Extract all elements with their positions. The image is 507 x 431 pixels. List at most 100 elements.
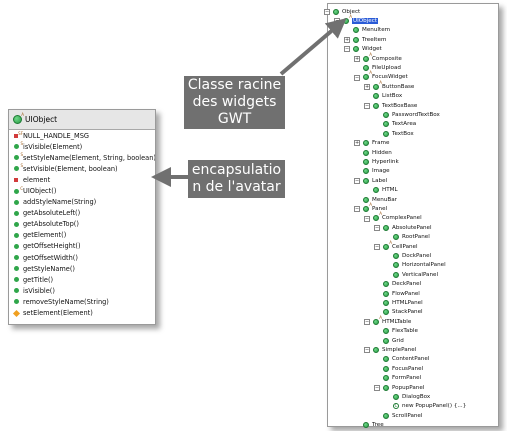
class-icon [382, 412, 390, 420]
tree-node[interactable]: Grid [382, 336, 404, 345]
expand-toggle[interactable]: + [354, 140, 360, 147]
tree-node[interactable]: FlowPanel [382, 289, 420, 298]
tree-node-label: FocusWidget [372, 74, 408, 81]
tree-node[interactable]: FocusPanel [382, 364, 423, 373]
outline-member[interactable]: getAbsoluteLeft() [9, 208, 155, 219]
tree-node[interactable]: MenuBar [362, 195, 397, 204]
tree-node[interactable]: Label [362, 176, 387, 185]
tree-node[interactable]: ListBox [372, 92, 402, 101]
tree-node[interactable]: ContentPanel [382, 355, 429, 364]
collapse-toggle[interactable]: − [364, 318, 370, 325]
tree-node[interactable]: DialogBox [392, 392, 430, 401]
outline-member[interactable]: removeStyleName(String) [9, 296, 155, 307]
outline-member-label: getAbsoluteTop() [23, 220, 79, 229]
outline-header: A UIObject [9, 110, 155, 130]
tree-node-label: FocusPanel [392, 365, 424, 372]
tree-node[interactable]: TreeItem [352, 35, 386, 44]
tree-node[interactable]: Hyperlink [362, 157, 399, 166]
tree-node[interactable]: PopupPanel [382, 383, 424, 392]
outline-member[interactable]: setElement(Element) [9, 308, 155, 319]
collapse-toggle[interactable]: − [354, 206, 360, 213]
tree-node-label: PopupPanel [392, 384, 425, 391]
tree-node-label: DockPanel [402, 253, 432, 260]
tree-node[interactable]: TextBoxBase [372, 101, 417, 110]
tree-node[interactable]: StackPanel [382, 308, 423, 317]
collapse-toggle[interactable]: − [324, 8, 330, 15]
tree-node[interactable]: SimplePanel [372, 345, 416, 354]
outline-member[interactable]: getElement() [9, 230, 155, 241]
class-icon [372, 102, 380, 110]
tree-node[interactable]: Image [362, 167, 390, 176]
abstract-class-icon: A [382, 240, 392, 251]
collapse-toggle[interactable]: − [374, 243, 380, 250]
tree-node[interactable]: DeckPanel [382, 280, 421, 289]
tree-node[interactable]: DockPanel [392, 251, 431, 260]
outline-member[interactable]: element [9, 174, 155, 185]
tree-node[interactable]: TextBox [382, 129, 414, 138]
class-icon [382, 355, 390, 363]
outline-member[interactable]: isVisible() [9, 285, 155, 296]
tree-node[interactable]: HTMLPanel [382, 298, 423, 307]
outline-member[interactable]: addStyleName(String) [9, 197, 155, 208]
collapse-toggle[interactable]: − [364, 102, 370, 109]
outline-member-label: removeStyleName(String) [23, 297, 109, 306]
tree-node[interactable]: RootPanel [392, 233, 430, 242]
tree-node[interactable]: HTML [372, 186, 398, 195]
tree-node[interactable]: Tree [362, 421, 384, 430]
tree-node[interactable]: FileUpload [362, 63, 401, 72]
tree-node[interactable]: FlexTable [382, 327, 418, 336]
tree-node[interactable]: VerticalPanel [392, 270, 438, 279]
collapse-toggle[interactable]: − [374, 224, 380, 231]
collapse-toggle[interactable]: − [344, 46, 350, 53]
tree-node[interactable]: Hidden [362, 148, 392, 157]
expand-toggle[interactable]: + [344, 36, 350, 43]
tree-node-label: Hidden [372, 149, 392, 156]
tree-node[interactable]: TextArea [382, 120, 416, 129]
tree-node[interactable]: Widget [352, 45, 382, 54]
expand-toggle[interactable]: + [354, 55, 360, 62]
outline-member[interactable]: getOffsetHeight() [9, 241, 155, 252]
tree-node[interactable]: Object [332, 7, 360, 16]
tree-node[interactable]: PasswordTextBox [382, 110, 440, 119]
tree-node-label: ContentPanel [392, 356, 430, 363]
abstract-class-icon: A [362, 70, 372, 81]
static-final-field-icon: SF [9, 131, 23, 138]
tree-node[interactable]: HorizontalPanel [392, 261, 446, 270]
tree-node[interactable]: ScrollPanel [382, 411, 422, 420]
expand-toggle[interactable]: + [364, 83, 370, 90]
tree-node[interactable]: FormPanel [382, 374, 421, 383]
collapse-toggle[interactable]: − [364, 215, 370, 222]
outline-member-label: setStyleName(Element, String, boolean) [23, 153, 155, 162]
tree-node[interactable]: AbsolutePanel [382, 223, 432, 232]
tree-node[interactable]: Frame [362, 139, 389, 148]
class-icon [372, 346, 380, 354]
collapse-toggle[interactable]: − [354, 74, 360, 81]
outline-member-label: getOffsetWidth() [23, 253, 78, 262]
tree-node-label: StackPanel [392, 309, 423, 316]
collapse-toggle[interactable]: − [354, 177, 360, 184]
outline-member[interactable]: getOffsetWidth() [9, 252, 155, 263]
outline-member[interactable]: getAbsoluteTop() [9, 219, 155, 230]
outline-member-label: isVisible(Element) [23, 142, 83, 151]
class-icon [392, 271, 400, 279]
class-icon [392, 233, 400, 241]
tree-node[interactable]: MenuItem [352, 26, 390, 35]
class-icon [352, 26, 360, 34]
collapse-toggle[interactable]: − [364, 347, 370, 354]
collapse-toggle[interactable]: − [374, 384, 380, 391]
outline-member[interactable]: getTitle() [9, 274, 155, 285]
outline-member[interactable]: getStyleName() [9, 263, 155, 274]
